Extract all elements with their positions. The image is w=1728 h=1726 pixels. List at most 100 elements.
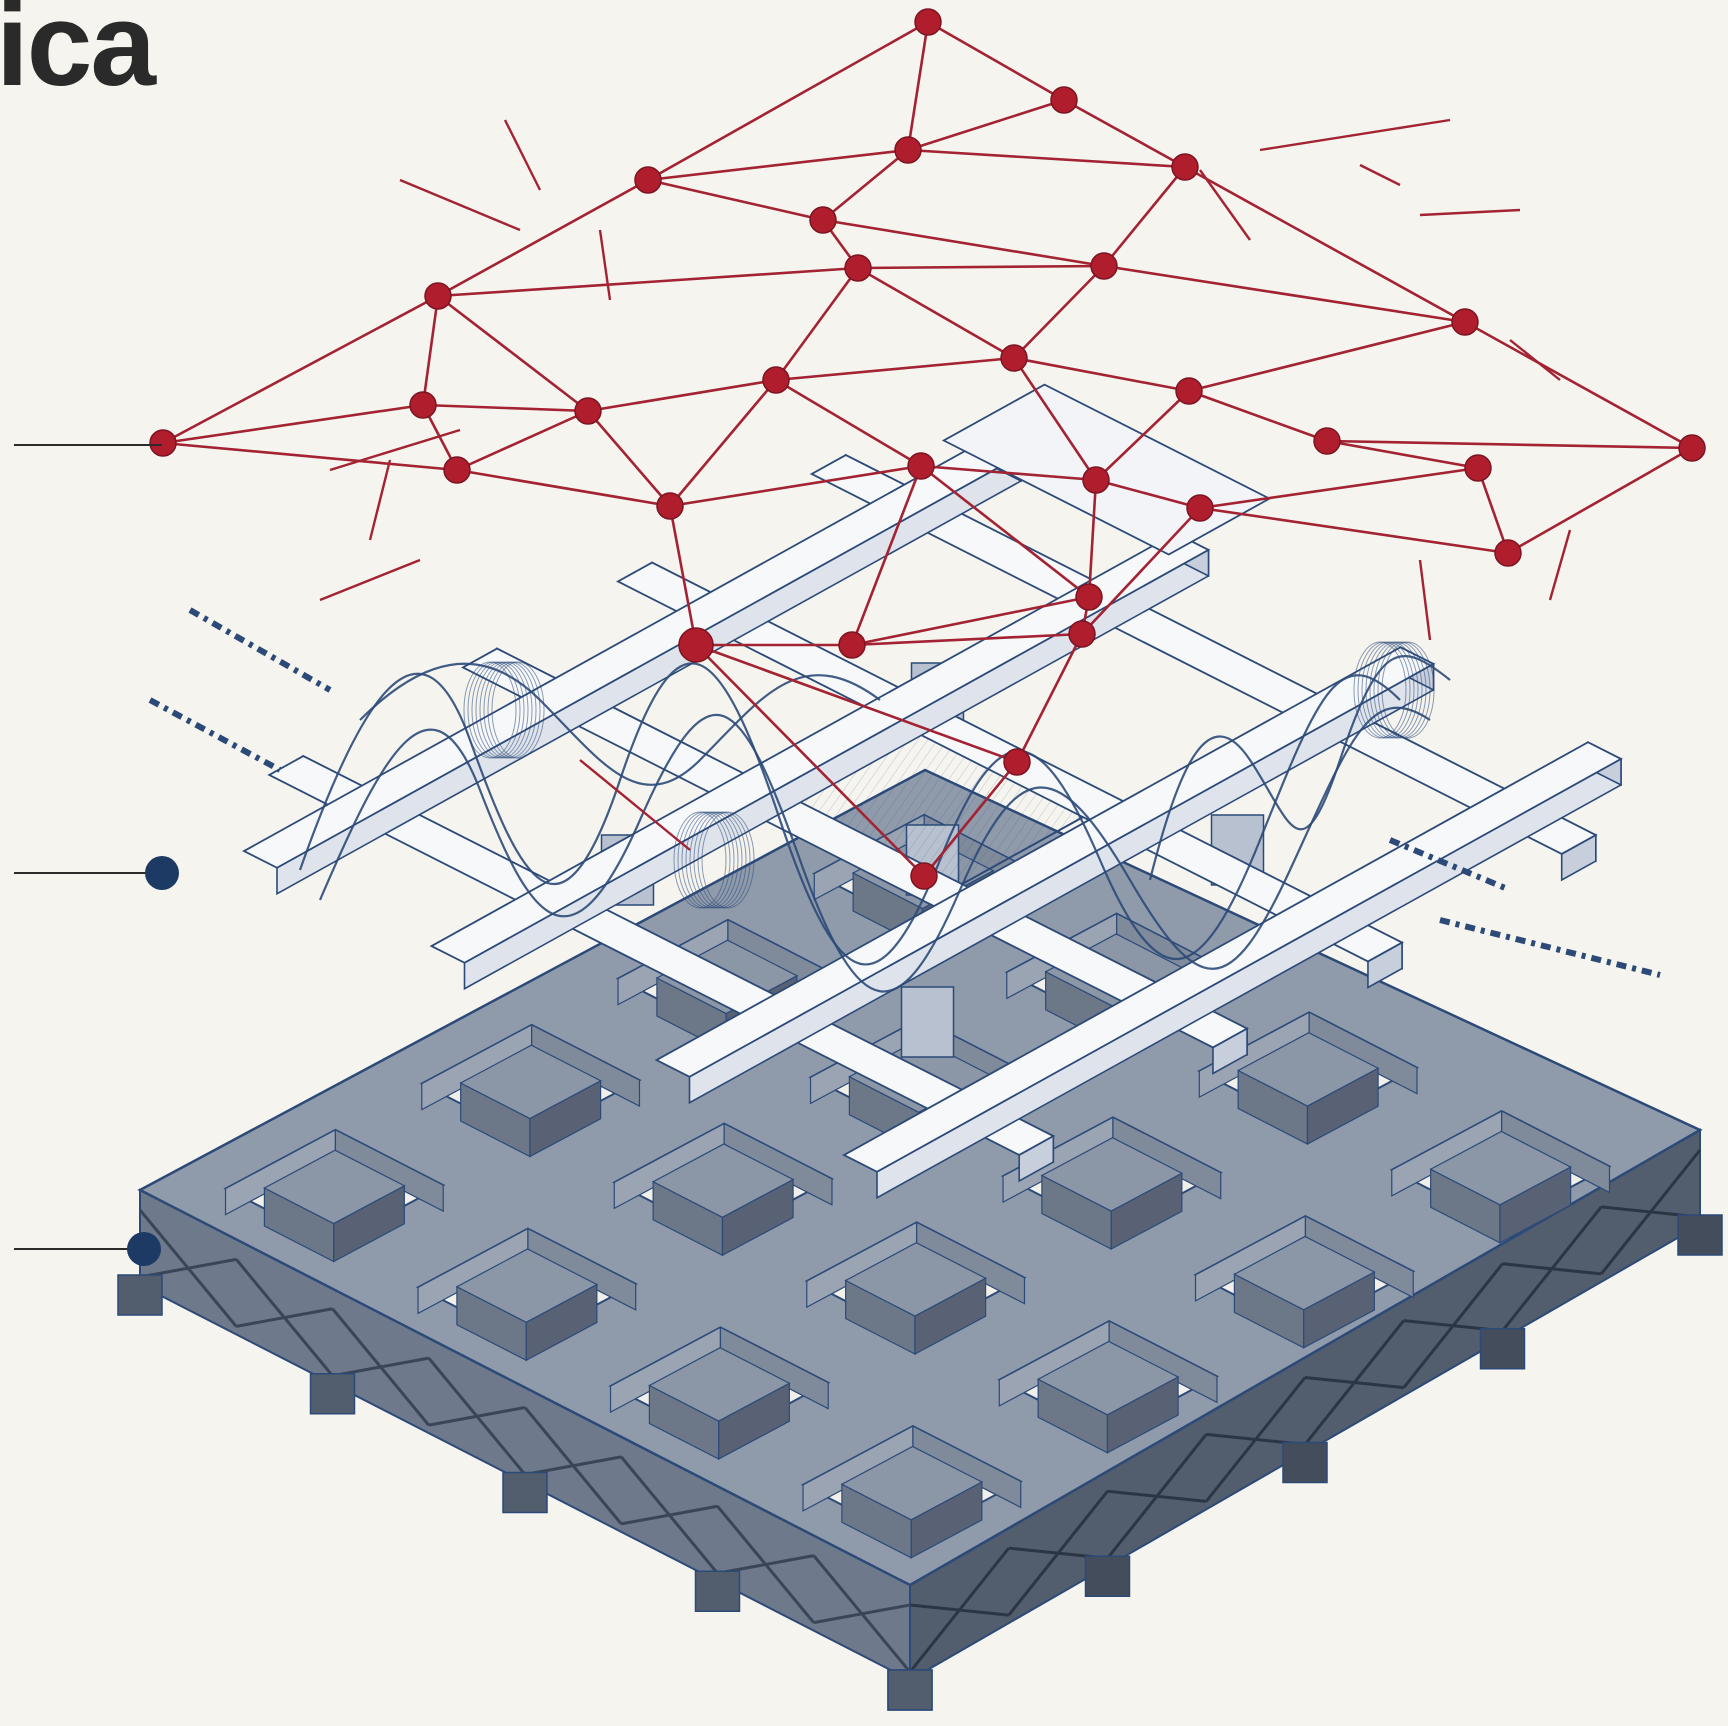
network-edge bbox=[906, 21, 930, 151]
dimension-ticks bbox=[148, 697, 282, 773]
network-node bbox=[1678, 434, 1706, 462]
foundation-leg bbox=[1084, 1555, 1131, 1597]
network-node bbox=[656, 492, 684, 520]
network-stub bbox=[579, 759, 691, 851]
brace bbox=[1501, 1205, 1603, 1332]
brace bbox=[235, 1307, 333, 1328]
network-node bbox=[1494, 539, 1522, 567]
wave-coil bbox=[491, 661, 545, 759]
pedestal-top bbox=[651, 1143, 795, 1218]
network-edge bbox=[437, 178, 649, 298]
network-node bbox=[1175, 377, 1203, 405]
callout-lines bbox=[14, 444, 179, 1266]
foundation-leg bbox=[502, 1471, 548, 1514]
network-edge bbox=[1087, 479, 1098, 598]
network-edge bbox=[1095, 478, 1201, 510]
brace bbox=[620, 1504, 718, 1526]
network-edge bbox=[822, 148, 909, 222]
network-edge bbox=[1013, 356, 1190, 393]
network-edge bbox=[775, 356, 1015, 382]
dimension-ticks bbox=[1439, 917, 1661, 978]
node-network bbox=[149, 8, 1706, 890]
beam-frame bbox=[148, 383, 1661, 1200]
network-node bbox=[149, 429, 177, 457]
network-edge bbox=[587, 378, 777, 413]
pedestal-top bbox=[1233, 1235, 1376, 1311]
wave-coil bbox=[701, 811, 755, 909]
network-stub bbox=[319, 558, 421, 602]
network-edge bbox=[456, 468, 671, 508]
cell-wall bbox=[1501, 1110, 1611, 1194]
dimension-ticks bbox=[1388, 837, 1512, 893]
dimension-ticks bbox=[188, 607, 332, 693]
network-node bbox=[1313, 427, 1341, 455]
network-node bbox=[1000, 344, 1028, 372]
wave-line bbox=[359, 662, 881, 786]
network-node bbox=[1090, 252, 1118, 280]
network-edge bbox=[857, 264, 1105, 270]
pedestal-top bbox=[1429, 1130, 1572, 1206]
network-edge bbox=[1103, 264, 1466, 324]
foundation-leg bbox=[117, 1274, 163, 1316]
brace bbox=[428, 1406, 526, 1427]
network-edge bbox=[822, 218, 1105, 268]
foundation-leg bbox=[1677, 1214, 1723, 1256]
network-edge bbox=[850, 465, 923, 646]
network-stub bbox=[1418, 559, 1432, 641]
cell-wall bbox=[723, 1122, 833, 1206]
network-edge bbox=[456, 409, 589, 472]
network-edge bbox=[668, 505, 698, 646]
network-edge bbox=[1326, 439, 1693, 450]
cell-wall bbox=[1308, 1011, 1418, 1095]
network-edge bbox=[422, 403, 589, 413]
network-stub bbox=[1359, 163, 1401, 187]
wave-coil bbox=[1381, 641, 1435, 739]
network-node bbox=[1464, 454, 1492, 482]
pedestal-top bbox=[1236, 1032, 1380, 1107]
cell-wall bbox=[912, 1425, 1022, 1509]
frame-beam-b3-top bbox=[842, 741, 1623, 1173]
network-edge bbox=[1184, 165, 1466, 324]
network-node bbox=[894, 136, 922, 164]
network-node bbox=[1003, 748, 1031, 776]
network-node bbox=[1075, 583, 1103, 611]
network-edge bbox=[587, 410, 671, 507]
foundation-leg bbox=[1282, 1441, 1328, 1484]
network-edge bbox=[857, 266, 1015, 360]
wave-line bbox=[298, 662, 1401, 966]
cell-wall bbox=[334, 1128, 444, 1213]
brace bbox=[332, 1356, 430, 1378]
pedestal-top bbox=[648, 1347, 791, 1422]
network-stub bbox=[598, 229, 612, 301]
pedestal-top bbox=[459, 1044, 602, 1120]
brace bbox=[1303, 1319, 1405, 1446]
cell-wall bbox=[527, 1227, 637, 1311]
network-node bbox=[910, 862, 938, 890]
network-edge bbox=[774, 267, 860, 381]
network-node bbox=[574, 397, 602, 425]
network-edge bbox=[1081, 507, 1201, 635]
network-edge bbox=[647, 20, 929, 182]
network-stub bbox=[1509, 339, 1561, 381]
network-stub bbox=[329, 428, 461, 472]
network-edge bbox=[1326, 439, 1479, 470]
callout-foundation-dot bbox=[127, 1232, 161, 1266]
cell-wall bbox=[719, 1326, 829, 1410]
foundation-leg bbox=[309, 1373, 356, 1415]
pedestal-top bbox=[844, 1242, 987, 1317]
network-edge bbox=[927, 20, 1065, 102]
network-edge bbox=[421, 295, 440, 406]
foundation-leg bbox=[887, 1669, 933, 1711]
network-edge bbox=[1476, 467, 1510, 554]
network-edge bbox=[1507, 446, 1693, 555]
network-edge bbox=[1102, 166, 1187, 267]
network-edge bbox=[669, 379, 777, 507]
network-edge bbox=[647, 178, 824, 222]
frame-post bbox=[900, 986, 955, 1058]
grid-foundation bbox=[117, 768, 1723, 1711]
pedestal-top bbox=[455, 1248, 599, 1323]
network-node bbox=[409, 391, 437, 419]
wave-line bbox=[1148, 655, 1451, 881]
brace bbox=[139, 1257, 237, 1279]
foundation-top bbox=[137, 768, 1703, 1587]
